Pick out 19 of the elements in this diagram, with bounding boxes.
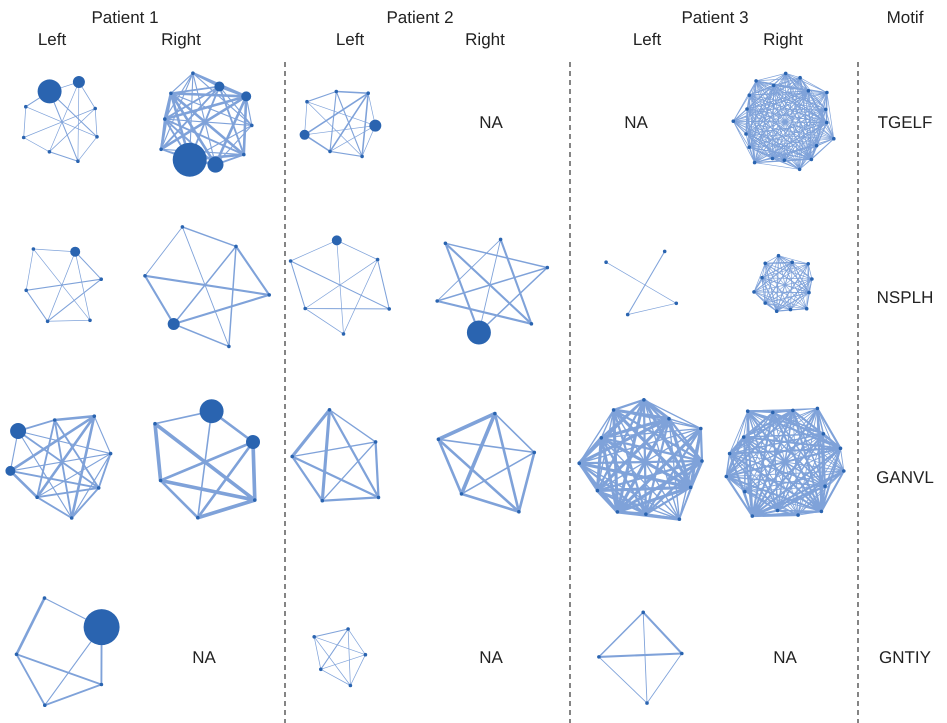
column-label: Right (161, 30, 201, 50)
header-label: Patient 2 (386, 8, 454, 28)
motif-label: NSPLH (876, 288, 934, 308)
na-label: NA (624, 113, 648, 133)
column-label: Left (632, 30, 662, 50)
motif-label: TGELF (878, 113, 932, 133)
header-label: Motif (886, 8, 924, 28)
na-label: NA (479, 648, 503, 668)
column-label: Right (763, 30, 803, 50)
header-label: Patient 1 (91, 8, 159, 28)
column-label: Right (465, 30, 505, 50)
motif-label: GNTIY (879, 648, 931, 668)
motif-label: GANVL (876, 468, 934, 488)
na-label: NA (192, 648, 216, 668)
na-label: NA (479, 113, 503, 133)
na-label: NA (773, 648, 797, 668)
header-label: Patient 3 (681, 8, 749, 28)
column-label: Left (336, 30, 364, 50)
column-label: Left (38, 30, 66, 50)
